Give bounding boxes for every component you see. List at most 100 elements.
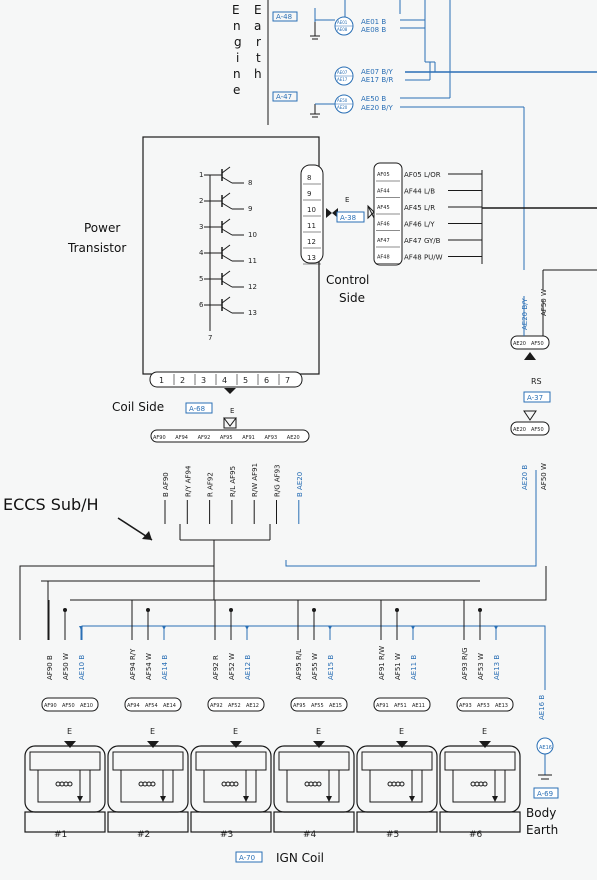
label-char: i bbox=[236, 51, 239, 65]
svg-text:Earth: Earth bbox=[526, 823, 558, 837]
ref-box bbox=[272, 91, 298, 102]
svg-text:AE08 B: AE08 B bbox=[361, 26, 386, 34]
coil-wire-label: AE13 B bbox=[493, 655, 501, 680]
label-char: E bbox=[254, 3, 262, 17]
ign-coil-label: IGN Coil bbox=[276, 851, 324, 865]
connector-cell: AF91 bbox=[242, 435, 255, 441]
coil-wire-label: AF50 W bbox=[62, 653, 70, 680]
svg-text:AE17: AE17 bbox=[337, 77, 348, 82]
control-pin: 8 bbox=[307, 174, 311, 182]
connector-cell: AF55 bbox=[311, 703, 324, 709]
connector-cell: AF47 bbox=[377, 238, 390, 244]
eccs-sub-harness-label: ECCS Sub/H bbox=[3, 495, 99, 514]
connector-cell: AF93 bbox=[265, 435, 278, 441]
coil-wire-label: AF53 W bbox=[477, 653, 485, 680]
svg-text:AE50: AE50 bbox=[337, 98, 348, 103]
transistor-pin-right: 13 bbox=[248, 309, 257, 317]
ref-a37: A-37 bbox=[527, 394, 543, 402]
connector-cell: AF94 bbox=[175, 435, 188, 441]
control-wire-label: AF46 L/Y bbox=[404, 221, 435, 229]
coil-wire-label: AF91 R/W bbox=[378, 646, 386, 680]
svg-text:Body: Body bbox=[526, 806, 556, 820]
svg-text:AE01 B: AE01 B bbox=[361, 18, 386, 26]
svg-text:AE07 B/Y: AE07 B/Y bbox=[361, 68, 394, 76]
coil-wire-label: AE12 B bbox=[244, 655, 252, 680]
svg-text:A-69: A-69 bbox=[537, 790, 553, 798]
label-char: g bbox=[234, 35, 242, 49]
connector-ae07-ae17: AE07 AE17 AE07 B/Y AE17 B/R bbox=[334, 66, 394, 86]
connector-cell: AF52 bbox=[228, 703, 241, 709]
coil-number: #5 bbox=[386, 830, 399, 840]
svg-text:AE50 B: AE50 B bbox=[361, 95, 386, 103]
svg-text:AE20: AE20 bbox=[337, 105, 348, 110]
connector-ae01-ae08: AE01 AE08 AE01 B AE08 B bbox=[334, 16, 386, 36]
ref-a38: A-38 bbox=[340, 214, 356, 222]
coil-wire-label: AF94 R/Y bbox=[129, 648, 137, 680]
coil-pin: 5 bbox=[243, 376, 248, 385]
rs-cell: AE20 bbox=[513, 427, 526, 433]
rs-cell: AF50 bbox=[531, 341, 544, 347]
rs-wire: AE20 B bbox=[521, 465, 529, 490]
connector-cell: AF92 bbox=[198, 435, 211, 441]
transistor-pin-left: 6 bbox=[199, 301, 204, 309]
coil-wire-label: AF92 R bbox=[212, 655, 220, 680]
coil-wire-label: B AF90 bbox=[162, 472, 170, 497]
connector-cell: AF53 bbox=[477, 703, 490, 709]
transistor-pin-right: 10 bbox=[248, 231, 257, 239]
coil-e-label: E bbox=[399, 727, 404, 736]
connector-cell: AE20 bbox=[287, 435, 300, 441]
connector-cell: AF95 bbox=[293, 703, 306, 709]
coil-wire-label: AE10 B bbox=[78, 655, 86, 680]
connector-cell: AF46 bbox=[377, 222, 390, 228]
coil-wire-label: AF54 W bbox=[145, 653, 153, 680]
coil-e-label: E bbox=[67, 727, 72, 736]
transistor-pin-right: 8 bbox=[248, 179, 252, 187]
label-char: h bbox=[254, 67, 262, 81]
connector-cell: AF90 bbox=[153, 435, 166, 441]
coil-number: #4 bbox=[303, 830, 317, 840]
svg-text:AE20 B/Y: AE20 B/Y bbox=[361, 104, 394, 112]
body-earth: AE16 B AE16 A-69 Body Earth bbox=[526, 695, 559, 837]
transistor-pin-left: 4 bbox=[199, 249, 204, 257]
coil-wire-label: R/W AF91 bbox=[251, 463, 259, 497]
label-char: n bbox=[233, 67, 241, 81]
transistor-pin-left: 5 bbox=[199, 275, 203, 283]
svg-text:AE17 B/R: AE17 B/R bbox=[361, 76, 394, 84]
control-wire-label: AF48 PU/W bbox=[404, 254, 443, 262]
connector-cell: AF05 bbox=[377, 172, 390, 178]
connector-cell: AF94 bbox=[127, 703, 140, 709]
svg-text:AE08: AE08 bbox=[337, 27, 348, 32]
label-char: E bbox=[232, 3, 240, 17]
coil-wire-label: R/G AF93 bbox=[274, 464, 282, 497]
connector-cell: AF45 bbox=[377, 205, 390, 211]
connector-cell: AE10 bbox=[80, 703, 93, 709]
transistor-pin-right: 12 bbox=[248, 283, 257, 291]
ref-a48: A-48 bbox=[276, 13, 292, 21]
coil-side-label: Coil Side bbox=[112, 400, 164, 414]
connector-cell: AF50 bbox=[62, 703, 75, 709]
control-pin: 9 bbox=[307, 190, 311, 198]
coil-pin: 7 bbox=[285, 376, 290, 385]
coil-number: #6 bbox=[469, 830, 483, 840]
ref-box bbox=[272, 11, 298, 22]
coil-wire-label: AF55 W bbox=[311, 653, 319, 680]
ref-a68: A-68 bbox=[189, 405, 205, 413]
rs-cell: AE20 bbox=[513, 341, 526, 347]
ref-a47: A-47 bbox=[276, 93, 292, 101]
coil-wire-label: AE15 B bbox=[327, 655, 335, 680]
rs-wire: AF50 W bbox=[540, 289, 548, 316]
label-char: n bbox=[233, 19, 241, 33]
coil-e-label: E bbox=[482, 727, 487, 736]
control-wire-label: AF47 GY/B bbox=[404, 237, 441, 245]
rs-cell: AF50 bbox=[531, 427, 544, 433]
